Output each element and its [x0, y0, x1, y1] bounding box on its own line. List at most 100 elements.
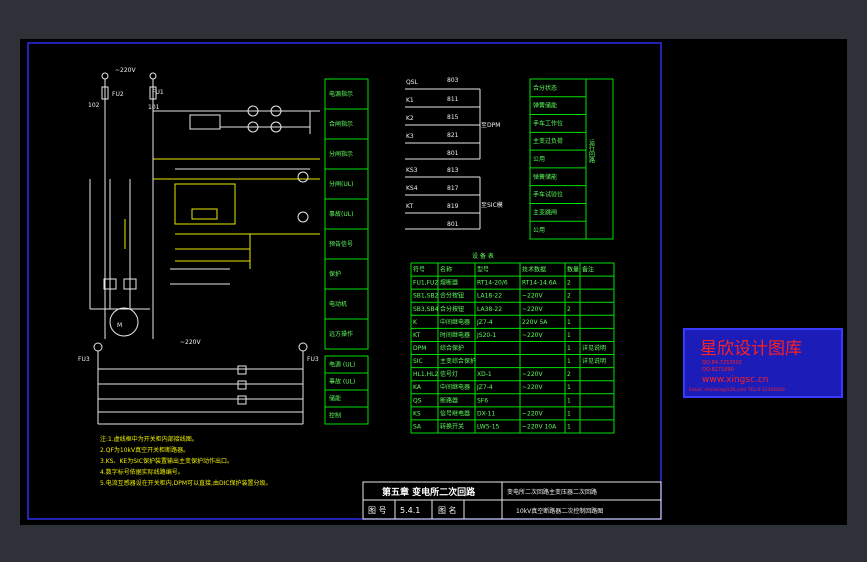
table-cell: 2 [567, 293, 571, 300]
table-cell: SB1,SB2 [413, 293, 439, 300]
watermark-qq2: QQ:8271890 [702, 367, 734, 373]
table-cell: SF6 [477, 397, 488, 404]
table-cell: ~220V [522, 306, 543, 313]
note-3: 3.KS、KE为SIC保护装置输出主变保护动作出口。 [100, 457, 233, 465]
table-cell: 1 [567, 332, 571, 339]
table-cell: 2 [567, 306, 571, 313]
table-cell: KT [413, 332, 420, 339]
title-subtitle: 变电所二次回路主变压器二次回路 [507, 488, 597, 496]
fuse-fu2-label: FU2 [112, 91, 124, 98]
table-cell: ~220V [522, 371, 543, 378]
table-header-cell: 型号 [477, 266, 489, 274]
equipment-table-title: 设 备 表 [472, 252, 494, 260]
table-header-cell: 名称 [440, 266, 452, 274]
cg1-num-0: 803 [447, 77, 459, 84]
table-cell: LA38-22 [477, 306, 502, 313]
motor-label: M [117, 322, 122, 329]
function-box-label: 预告信号 [329, 240, 353, 248]
cg2-num-2: 819 [447, 203, 459, 210]
status-label: 弹簧储能 [533, 102, 557, 110]
cg1-num-4: 801 [447, 150, 459, 157]
table-cell: ~220V [522, 384, 543, 391]
table-cell: 中间继电器 [440, 383, 470, 391]
table-cell: 时间继电器 [440, 331, 470, 339]
table-cell: 信号灯 [440, 370, 458, 378]
cg2-target: 至SIC模 [481, 201, 503, 209]
status-label: 公用 [533, 156, 545, 163]
title-block: 第五章 变电所二次回路 图 号 5.4.1 图 名 变电所二次回路主变压器二次回… [362, 481, 662, 520]
cg1-target: 至DPM [481, 122, 500, 129]
note-4: 4.数字标号依据实际线路编号。 [100, 468, 184, 476]
table-cell: 详见说明 [582, 344, 606, 352]
table-cell: SIC [413, 358, 423, 365]
table-cell: 合分按钮 [440, 305, 464, 313]
secondary-circuit: ~220V FU3 FU3 [78, 339, 319, 425]
status-label: 手车试验位 [533, 191, 563, 199]
table-header-cell: 备注 [582, 266, 594, 274]
table-cell: RT14-20/6 [477, 280, 508, 287]
table-cell: RT14-14.6A [522, 280, 558, 287]
wire-label-102: 102 [88, 102, 100, 109]
function-box-label: 远方操作 [329, 330, 353, 338]
table-cell: 合分按钮 [440, 292, 464, 300]
table-cell: 熔断器 [440, 279, 458, 287]
function-box-label: 电源 (UL) [329, 361, 355, 369]
cg1-label-0: QSL [406, 79, 419, 86]
table-cell: 1 [567, 384, 571, 391]
function-box-label: 储能 [329, 395, 341, 403]
cg2-label-2: KT [406, 203, 413, 210]
table-cell: LA18-22 [477, 293, 502, 300]
table-cell: 1 [567, 345, 571, 352]
status-label: 手车工作位 [533, 119, 563, 127]
cg2-label-1: KS4 [406, 185, 418, 192]
note-2: 2.QF为10kV真空开关柜断路器。 [100, 446, 189, 454]
cg2-num-3: 801 [447, 221, 459, 228]
function-box-label: 控制 [329, 412, 341, 420]
function-box-label: 电动机 [329, 300, 347, 308]
table-cell: DPM [413, 345, 426, 352]
table-cell: 1 [567, 410, 571, 417]
drawing-border [27, 42, 662, 520]
function-box-label: 分闸(UL) [329, 180, 353, 188]
cg1-label-1: K1 [406, 97, 414, 104]
fig-no-label: 图 号 [368, 506, 387, 515]
table-cell: QS [413, 397, 422, 404]
cg1-num-3: 821 [447, 132, 459, 139]
table-header-cell: 技术数据 [522, 266, 546, 274]
fuse-fu3-label-right: FU3 [307, 356, 319, 363]
table-cell: LW5-15 [477, 423, 500, 430]
supply-voltage-top: ~220V [115, 67, 136, 74]
table-cell: K [413, 319, 418, 326]
table-cell: HL1,HL2 [413, 371, 438, 378]
fig-name: 10kV真空断路器二次控制回路图 [516, 507, 603, 515]
schematic-canvas: ~220V FU2 FU1 102 101 M [20, 39, 847, 525]
table-cell: 综合保护 [440, 344, 464, 352]
table-cell: ~220V [522, 293, 543, 300]
status-label: 主变过负荷 [533, 137, 563, 145]
function-box-label: 保护 [329, 270, 341, 278]
cg1-label-2: K2 [406, 115, 414, 122]
table-cell: DX-11 [477, 410, 495, 417]
watermark-name: 星欣设计图库 [700, 339, 802, 359]
contact-group-sic: KS3 KS4 KT 813 817 819 801 至SIC模 [405, 167, 503, 230]
fuse-fu3-label-left: FU3 [78, 356, 90, 363]
cg2-label-0: KS3 [406, 167, 418, 174]
supply-voltage-bottom: ~220V [180, 339, 201, 346]
watermark-url: www.xingsc.cn [702, 375, 769, 385]
table-cell: ~220V [522, 410, 543, 417]
watermark: 星欣设计图库 QQ:84-7253502 QQ:8271890 www.xing… [683, 328, 843, 398]
table-cell: 转换开关 [440, 422, 464, 430]
contact-group-dpm: QSL K1 K2 K3 803 811 815 821 801 至DPM [405, 77, 500, 160]
table-cell: SA [413, 423, 422, 430]
note-1: 注:1.虚线框中为开关柜内部接线图。 [100, 435, 198, 443]
cg1-label-3: K3 [406, 133, 414, 140]
table-cell: JS20-1 [476, 332, 496, 339]
cg1-num-1: 811 [447, 96, 459, 103]
watermark-contact: Email: chiclass@126.com TEL:0-11342800 [689, 387, 785, 393]
status-side-label: 运行回路 [588, 138, 595, 164]
table-cell: 2 [567, 371, 571, 378]
table-cell: KS [413, 410, 421, 417]
